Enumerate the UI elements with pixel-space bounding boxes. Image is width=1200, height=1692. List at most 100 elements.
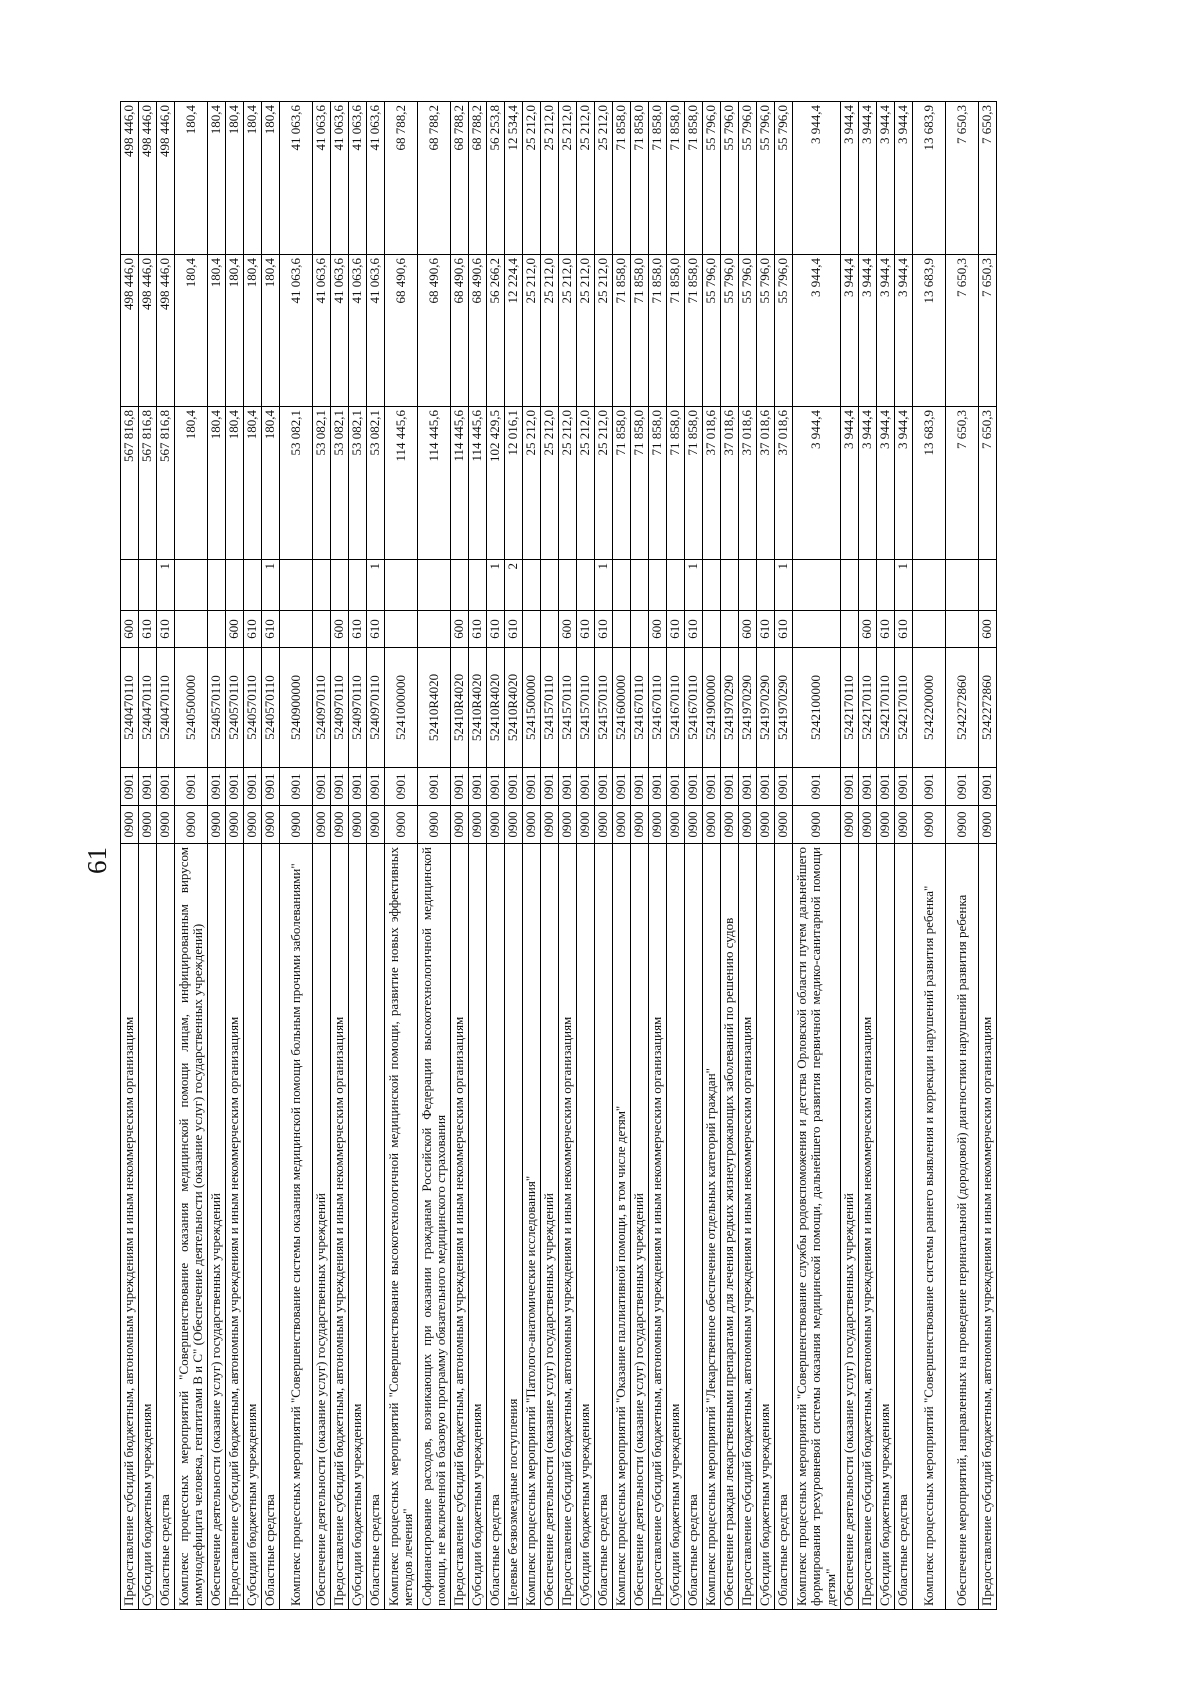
row-name: Обеспечение деятельности (оказание услуг…	[630, 843, 649, 1610]
row-source-mark	[225, 559, 244, 611]
row-section-code: 0901	[504, 767, 523, 806]
row-section-code: 0901	[348, 767, 367, 806]
row-value-3: 180,4	[243, 101, 262, 255]
row-section-code: 0901	[792, 767, 841, 806]
row-source-mark	[738, 559, 757, 611]
row-expense-type	[840, 610, 859, 648]
row-source-mark	[756, 559, 775, 611]
table-row: Обеспечение деятельности (оказание услуг…	[540, 101, 559, 1610]
row-name: Комплекс процессных мероприятий "Соверше…	[174, 843, 208, 1610]
row-section-code: 0901	[120, 767, 139, 806]
row-section-code: 0901	[720, 767, 739, 806]
row-gr-code: 0900	[792, 805, 841, 844]
row-name: Субсидии бюджетным учреждениям	[243, 843, 262, 1610]
row-value-3: 3 944,4	[840, 101, 859, 255]
row-name: Областные средства	[261, 843, 280, 1610]
row-source-mark	[243, 559, 262, 611]
row-name: Субсидии бюджетным учреждениям	[756, 843, 775, 1610]
row-gr-code: 0900	[522, 805, 541, 844]
table-row: Обеспечение деятельности (оказание услуг…	[840, 101, 859, 1610]
row-source-mark: 1	[261, 559, 280, 611]
row-target-code: 5241970290	[774, 647, 793, 768]
row-section-code: 0901	[738, 767, 757, 806]
row-value-1: 25 212,0	[576, 406, 595, 560]
row-value-3: 71 858,0	[684, 101, 703, 255]
row-value-3: 7 650,3	[945, 101, 979, 255]
row-target-code: 5242170110	[840, 647, 859, 768]
row-gr-code: 0900	[225, 805, 244, 844]
row-value-3: 55 796,0	[738, 101, 757, 255]
row-value-2: 498 446,0	[120, 254, 139, 407]
row-section-code: 0901	[612, 767, 631, 806]
row-target-code: 5241670110	[648, 647, 667, 768]
row-gr-code: 0900	[384, 805, 418, 844]
row-gr-code: 0900	[243, 805, 262, 844]
row-source-mark	[120, 559, 139, 611]
table-row: Комплекс процессных мероприятий "Соверше…	[279, 101, 313, 1610]
row-target-code: 5240570110	[207, 647, 226, 768]
row-section-code: 0901	[486, 767, 505, 806]
row-source-mark	[417, 559, 451, 611]
row-value-2: 55 796,0	[702, 254, 721, 407]
table-row: Комплекс процессных мероприятий "Соверше…	[174, 101, 208, 1610]
row-source-mark	[540, 559, 559, 611]
row-expense-type: 600	[648, 610, 667, 648]
row-name: Субсидии бюджетным учреждениям	[468, 843, 487, 1610]
row-expense-type	[417, 610, 451, 648]
row-target-code: 5240970110	[312, 647, 331, 768]
row-target-code: 5242100000	[792, 647, 841, 768]
row-target-code: 52410R4020	[504, 647, 523, 768]
row-name: Комплекс процессных мероприятий "Патолог…	[522, 843, 541, 1610]
row-value-3: 498 446,0	[156, 101, 175, 255]
row-source-mark: 1	[486, 559, 505, 611]
row-value-1: 53 082,1	[366, 406, 385, 560]
row-expense-type: 610	[348, 610, 367, 648]
row-section-code: 0901	[978, 767, 997, 806]
row-value-1: 71 858,0	[648, 406, 667, 560]
row-value-1: 114 445,6	[384, 406, 418, 560]
row-gr-code: 0900	[450, 805, 469, 844]
row-value-1: 25 212,0	[522, 406, 541, 560]
row-gr-code: 0900	[138, 805, 157, 844]
row-target-code: 5240470110	[156, 647, 175, 768]
row-expense-type	[630, 610, 649, 648]
row-gr-code: 0900	[207, 805, 226, 844]
row-value-2: 71 858,0	[612, 254, 631, 407]
row-value-2: 498 446,0	[138, 254, 157, 407]
row-expense-type: 610	[594, 610, 613, 648]
row-source-mark	[648, 559, 667, 611]
row-value-2: 71 858,0	[648, 254, 667, 407]
row-value-3: 25 212,0	[522, 101, 541, 255]
row-value-3: 41 063,6	[348, 101, 367, 255]
table-row: Софинансирование расходов, возникающих п…	[417, 101, 451, 1610]
row-target-code: 5242170110	[894, 647, 913, 768]
row-target-code: 5242200000	[912, 647, 946, 768]
row-name: Предоставление субсидий бюджетным, автон…	[558, 843, 577, 1610]
row-name: Областные средства	[486, 843, 505, 1610]
row-section-code: 0901	[630, 767, 649, 806]
row-value-2: 180,4	[225, 254, 244, 407]
row-expense-type: 610	[468, 610, 487, 648]
row-section-code: 0901	[774, 767, 793, 806]
row-value-2: 3 944,4	[876, 254, 895, 407]
table-row: Предоставление субсидий бюджетным, автон…	[450, 101, 469, 1610]
row-target-code: 5240570110	[225, 647, 244, 768]
row-source-mark	[312, 559, 331, 611]
table-row: Комплекс процессных мероприятий "Соверше…	[912, 101, 946, 1610]
row-name: Комплекс процессных мероприятий "Соверше…	[792, 843, 841, 1610]
row-source-mark: 1	[684, 559, 703, 611]
row-value-2: 3 944,4	[840, 254, 859, 407]
row-value-3: 71 858,0	[666, 101, 685, 255]
row-gr-code: 0900	[876, 805, 895, 844]
row-section-code: 0901	[330, 767, 349, 806]
row-target-code: 5242272860	[978, 647, 997, 768]
row-name: Обеспечение деятельности (оказание услуг…	[840, 843, 859, 1610]
row-value-1: 71 858,0	[630, 406, 649, 560]
row-value-2: 55 796,0	[774, 254, 793, 407]
page-number: 61	[82, 847, 112, 874]
row-gr-code: 0900	[702, 805, 721, 844]
table-row: Предоставление субсидий бюджетным, автон…	[120, 101, 139, 1610]
row-name: Обеспечение мероприятий, направленных на…	[945, 843, 979, 1610]
